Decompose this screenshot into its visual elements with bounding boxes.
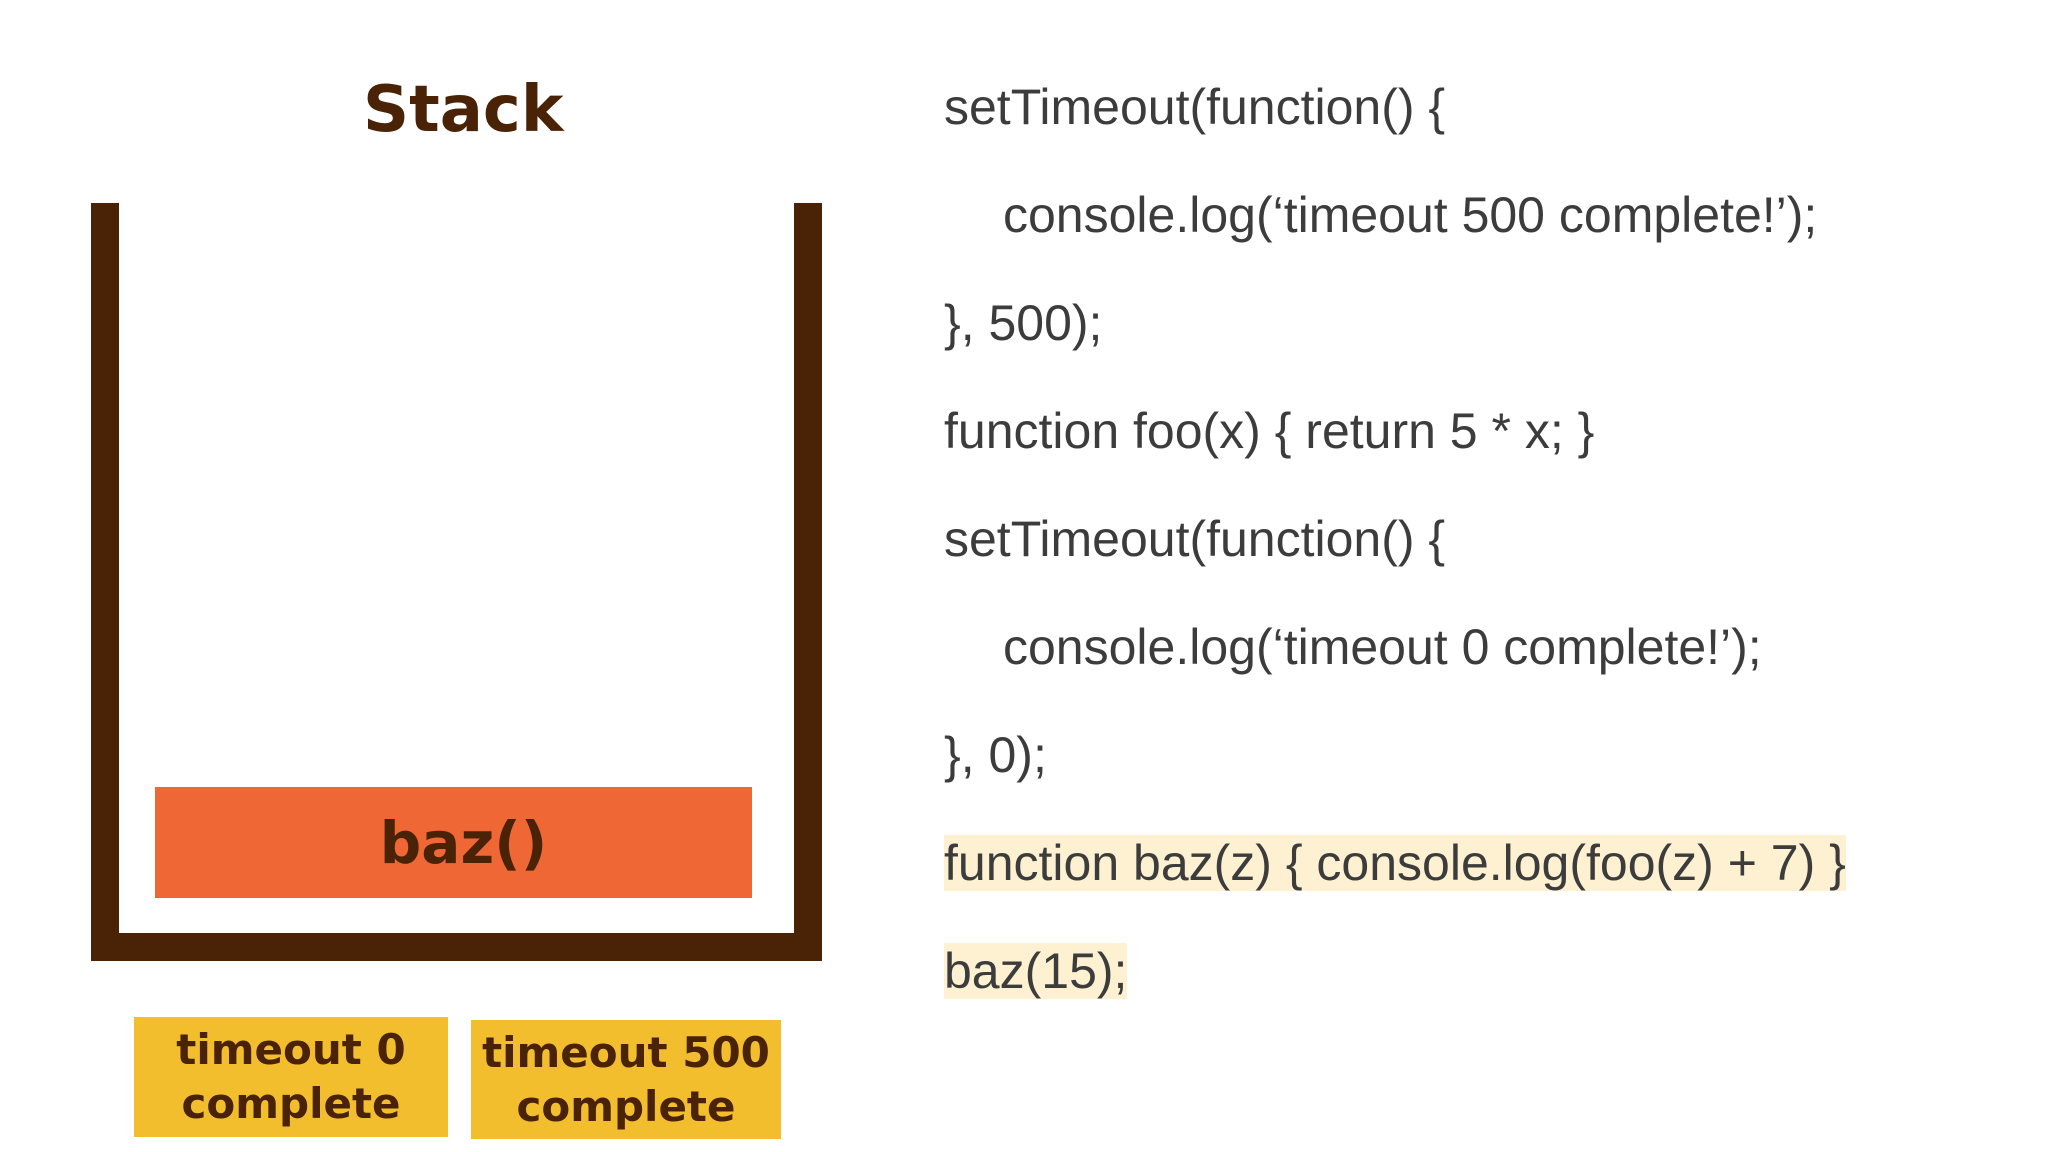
code-line-4: function foo(x) { return 5 * x; } (944, 403, 1595, 459)
callback-label: timeout 500 complete (482, 1027, 770, 1131)
code-block: setTimeout(function() { console.log(‘tim… (944, 74, 2034, 1046)
code-line-1: setTimeout(function() { (944, 79, 1446, 135)
stack-container (91, 203, 822, 961)
code-line-6: console.log(‘timeout 0 complete!’); (1003, 619, 1762, 675)
stack-title: Stack (363, 73, 564, 147)
stack-frame-baz: baz() (155, 787, 752, 898)
code-line-8-highlighted: function baz(z) { console.log(foo(z) + 7… (944, 835, 1846, 891)
callback-timeout-500: timeout 500 complete (471, 1020, 781, 1139)
stack-frame-label: baz() (379, 808, 548, 877)
code-line-9-highlighted: baz(15); (944, 943, 1128, 999)
callback-label: timeout 0 complete (176, 1025, 406, 1128)
code-line-7: }, 0); (944, 727, 1047, 783)
code-line-2: console.log(‘timeout 500 complete!’); (1003, 187, 1818, 243)
callback-timeout-0: timeout 0 complete (134, 1017, 448, 1137)
code-line-5: setTimeout(function() { (944, 511, 1446, 567)
code-line-3: }, 500); (944, 295, 1103, 351)
